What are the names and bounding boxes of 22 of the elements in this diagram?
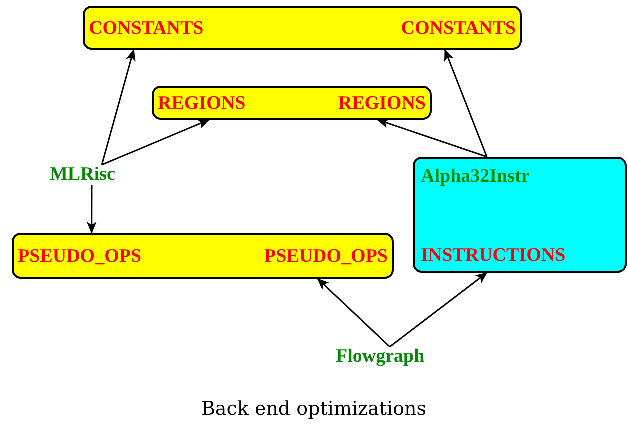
module-label: MLRisc: [50, 165, 146, 185]
box-label: PSEUDO_OPS: [264, 246, 388, 266]
arrow: [390, 272, 488, 348]
box-label: INSTRUCTIONS: [421, 246, 566, 265]
box-heading: REGIONS: [158, 94, 246, 112]
box-label: CONSTANTS: [401, 18, 516, 38]
caption: Back end optimizations: [200, 398, 428, 420]
arrow: [377, 118, 488, 158]
arrow: [101, 49, 136, 166]
module-label: Flowgraph: [336, 347, 470, 369]
rounded-box: [413, 157, 627, 273]
rounded-box: [152, 86, 432, 120]
rounded-box: [12, 233, 394, 279]
arrow: [86, 185, 97, 234]
box-heading: PSEUDO_OPS: [18, 246, 142, 266]
rounded-box: [83, 6, 522, 50]
arrow: [317, 278, 391, 348]
arrow: [102, 119, 210, 166]
box-heading: Alpha32Instr: [421, 167, 530, 186]
box-heading: CONSTANTS: [89, 18, 204, 38]
box-label: REGIONS: [338, 94, 426, 112]
arrow: [444, 49, 488, 158]
